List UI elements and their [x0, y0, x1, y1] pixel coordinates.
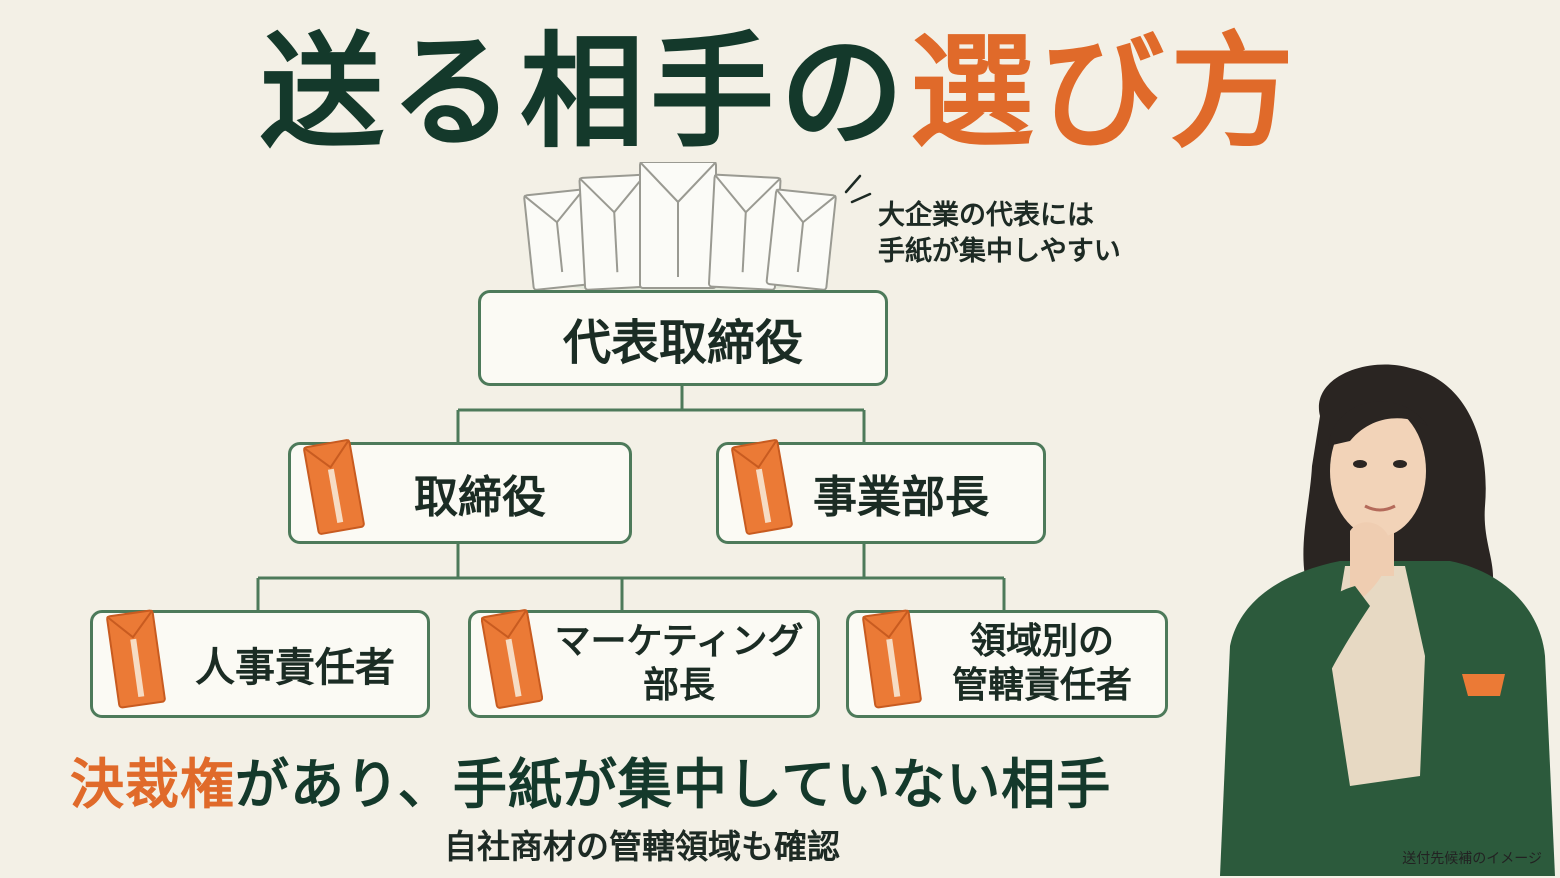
concentration-note: 大企業の代表には 手紙が集中しやすい	[878, 198, 1121, 270]
orange-envelope-icon	[106, 609, 166, 709]
emphasis-marks	[844, 174, 872, 204]
node-director: 取締役	[288, 439, 632, 544]
key-message-accent: 決裁権	[70, 753, 235, 816]
note-line2: 手紙が集中しやすい	[878, 236, 1121, 267]
node-hr-manager: 人事責任者	[90, 609, 430, 718]
node-representative-director: 代表取締役	[478, 290, 888, 386]
title-part2: 選び方	[910, 21, 1301, 165]
orange-envelope-icon	[862, 609, 922, 709]
orange-envelope-icon	[481, 609, 543, 709]
sub-message: 自社商材の管轄領域も確認	[444, 827, 840, 866]
node-division-head: 事業部長	[716, 439, 1046, 544]
node-label: 事業部長	[813, 472, 989, 523]
node-marketing-head: マーケティング 部長	[468, 609, 820, 718]
page-title: 送る相手の選び方	[0, 18, 1560, 168]
node-label: 取締役	[414, 472, 546, 523]
envelope-stack-illustration	[523, 162, 837, 292]
node-domain-manager: 領域別の 管轄責任者	[846, 609, 1168, 718]
node-label-line2: 部長	[642, 665, 715, 706]
orange-envelope-icon	[731, 439, 793, 535]
node-label-line1: 領域別の	[969, 621, 1114, 662]
note-line1: 大企業の代表には	[878, 200, 1094, 231]
key-message-rest: があり、手紙が集中していない相手	[235, 753, 1112, 816]
node-label-line1: マーケティング	[554, 621, 804, 662]
orange-envelope-icon	[303, 439, 365, 535]
node-label: 代表取締役	[562, 315, 803, 371]
thinking-woman-illustration	[1220, 364, 1555, 876]
image-caption: 送付先候補のイメージ	[1402, 851, 1542, 867]
key-message: 決裁権があり、手紙が集中していない相手	[70, 740, 1111, 819]
title-part1: 送る相手の	[259, 21, 910, 165]
node-label: 人事責任者	[195, 645, 395, 691]
node-label-line2: 管轄責任者	[951, 665, 1132, 706]
